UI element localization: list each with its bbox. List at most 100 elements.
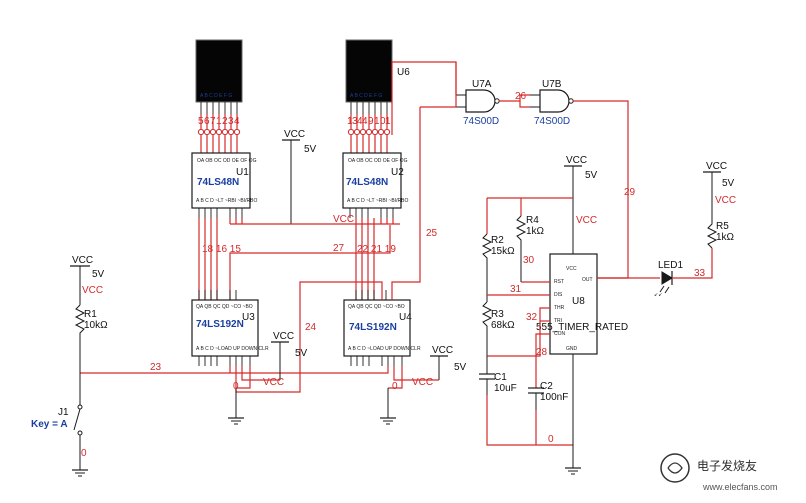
capacitor-c1: C1 10uF bbox=[479, 356, 517, 395]
net-25: 25 bbox=[391, 106, 456, 300]
chip-u3-part: 74LS192N bbox=[196, 319, 244, 330]
chip-u3-ref: U3 bbox=[242, 312, 255, 323]
net-31: 31 bbox=[487, 284, 550, 296]
u7b-part: 74S00D bbox=[534, 116, 570, 127]
resistor-r2: R2 15kΩ bbox=[481, 233, 515, 302]
svg-text:↙↙: ↙↙ bbox=[654, 292, 662, 298]
net-27-label: 27 bbox=[333, 243, 345, 254]
net-30-label: 30 bbox=[523, 255, 535, 266]
display-pins-left bbox=[200, 102, 238, 114]
vcc-label: VCC bbox=[273, 331, 294, 342]
r4-ref: R4 bbox=[526, 215, 539, 226]
r4-value: 1kΩ bbox=[526, 226, 545, 237]
seven-segment-display-right: A B C D E F G U6 bbox=[345, 39, 410, 103]
top-wire-to-gates bbox=[391, 61, 457, 135]
net-25-label: 25 bbox=[426, 228, 438, 239]
net-28-label: 28 bbox=[536, 347, 548, 358]
net-31-label: 31 bbox=[510, 284, 522, 295]
five-v-label: 5V bbox=[92, 269, 105, 280]
resistor-r4: R4 1kΩ 30 bbox=[515, 215, 550, 283]
chip-u4-counter: QA QB QC QD ~CO ~BO 74LS192N U4 A B C D … bbox=[343, 299, 421, 357]
watermark-line2: www.elecfans.com bbox=[702, 482, 778, 492]
svg-text:A B C D ~LOAD UP DOWN CLR: A B C D ~LOAD UP DOWN CLR bbox=[348, 346, 421, 352]
digit-label: 4 bbox=[362, 116, 368, 127]
vcc-net-label: VCC bbox=[412, 377, 433, 388]
connector-circles-left bbox=[197, 114, 241, 153]
c1-ref: C1 bbox=[494, 372, 507, 383]
bus-label-u2: 22 21 19 bbox=[357, 244, 396, 255]
timer-pin-thr: THR bbox=[554, 305, 565, 311]
display-pins-right bbox=[350, 102, 388, 114]
vcc-source-u3: VCC 5V VCC bbox=[241, 331, 308, 388]
svg-text:QA QB QC QD ~CO ~BO: QA QB QC QD ~CO ~BO bbox=[348, 304, 405, 310]
u7a-part: 74S00D bbox=[463, 116, 499, 127]
five-v-label: 5V bbox=[722, 178, 735, 189]
display-pin-letters-right: A B C D E F G bbox=[350, 93, 382, 99]
vcc-label: VCC bbox=[284, 129, 305, 140]
led1-ref: LED1 bbox=[658, 260, 683, 271]
r5-ref: R5 bbox=[716, 221, 729, 232]
digit-label: 9 bbox=[368, 116, 374, 127]
vcc-net-label: VCC bbox=[715, 195, 736, 206]
vcc-label: VCC bbox=[72, 255, 93, 266]
timer-pin-rst: RST bbox=[554, 279, 564, 285]
resistor-r5: R5 1kΩ VCC 5V VCC bbox=[703, 161, 736, 249]
net-33-label: 33 bbox=[694, 268, 706, 279]
display-body-left bbox=[195, 39, 243, 103]
svg-text:QA QB QC QD ~CO ~BO: QA QB QC QD ~CO ~BO bbox=[196, 304, 253, 310]
vcc-label: VCC bbox=[706, 161, 727, 172]
led1: ↙↙ LED1 33 bbox=[597, 248, 713, 298]
vcc-source-555: VCC 5V VCC bbox=[564, 155, 598, 254]
chip-u4-ref: U4 bbox=[399, 312, 412, 323]
bus-label-u1: 18 16 15 bbox=[202, 244, 241, 255]
j1-label: Key = A bbox=[31, 419, 68, 430]
u7a-ref: U7A bbox=[472, 79, 492, 90]
r3-value: 68kΩ bbox=[491, 320, 515, 331]
digit-label: 1 bbox=[347, 116, 353, 127]
u2-bottom-pins bbox=[349, 208, 394, 218]
net-29: 29 bbox=[573, 100, 636, 279]
switch-j1: J1 Key = A 0 bbox=[31, 373, 88, 477]
nand-gate-u7a: U7A 74S00D bbox=[456, 79, 500, 127]
timer-pin-dis: DIS bbox=[554, 292, 563, 298]
digit-label: 4 bbox=[357, 116, 363, 127]
decoder-vcc-wiring: VCC bbox=[229, 214, 400, 225]
resistor-r1: R1 10kΩ bbox=[74, 304, 108, 373]
digit-label: 3 bbox=[352, 116, 358, 127]
watermark-line1: 电子发烧友 bbox=[697, 458, 757, 473]
net-27: 27 bbox=[229, 225, 391, 300]
digit-label: 1 bbox=[385, 116, 391, 127]
timer-pin-con: CON bbox=[554, 331, 566, 337]
r3-ref: R3 bbox=[491, 309, 504, 320]
digit-label: 1 bbox=[374, 116, 380, 127]
vcc-source-left: VCC 5V VCC bbox=[70, 255, 105, 305]
nand-gate-u7b: U7B 74S00D bbox=[530, 79, 574, 127]
timer-u8: VCC OUT RST DIS THR TRI CON GND U8 555_T… bbox=[536, 253, 628, 355]
c2-ref: C2 bbox=[540, 381, 553, 392]
chip-u2-part: 74LS48N bbox=[346, 177, 388, 188]
ground-label: 0 bbox=[548, 434, 554, 445]
watermark-logo-icon bbox=[660, 453, 690, 483]
vcc-source-u1: VCC 5V bbox=[282, 129, 317, 224]
chip-u1-decoder: OA OB OC OD OE OF OG 74LS48N U1 A B C D … bbox=[191, 152, 257, 209]
vcc-net-label: VCC bbox=[333, 214, 354, 225]
ground-label: 0 bbox=[81, 448, 87, 459]
svg-text:OA OB OC OD OE OF OG: OA OB OC OD OE OF OG bbox=[197, 158, 257, 164]
vcc-source-u4: VCC 5V VCC bbox=[393, 345, 467, 388]
c2-value: 100nF bbox=[540, 392, 568, 403]
net-26: 26 bbox=[499, 91, 530, 108]
bus-u4-to-u2: 22 21 19 bbox=[355, 218, 396, 300]
five-v-label: 5V bbox=[304, 144, 317, 155]
five-v-label: 5V bbox=[585, 170, 598, 181]
u7b-ref: U7B bbox=[542, 79, 562, 90]
capacitor-c2: C2 100nF 28 bbox=[528, 333, 568, 410]
net-32-label: 32 bbox=[526, 312, 538, 323]
u3-pins bbox=[198, 290, 251, 366]
watermark: 电子发烧友 www.elecfans.com bbox=[660, 453, 778, 492]
chip-u2-decoder: OA OB OC OD OE OF OG 74LS48N U2 A B C D … bbox=[342, 152, 408, 209]
svg-text:A B C D ~LOAD UP DOWN CLR: A B C D ~LOAD UP DOWN CLR bbox=[196, 346, 269, 352]
ground-label: 0 bbox=[233, 381, 239, 392]
r2-value: 15kΩ bbox=[491, 246, 515, 257]
c1-value: 10uF bbox=[494, 383, 517, 394]
r2-ref: R2 bbox=[491, 235, 504, 246]
